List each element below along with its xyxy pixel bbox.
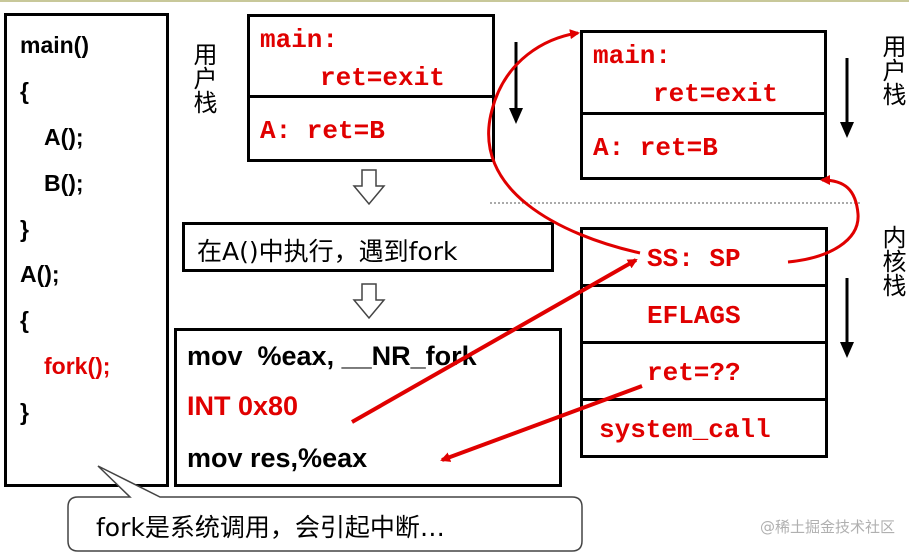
user-stack-label-right-text: 用户栈 bbox=[878, 34, 906, 106]
kernel-stack-cell-ss-sp: SS: SP bbox=[580, 227, 828, 287]
user-stack-right-cell-main: main: ret=exit bbox=[580, 30, 827, 115]
code-line-close-brace: } bbox=[20, 216, 29, 242]
code-line-open-brace-a: { bbox=[20, 307, 29, 333]
kernel-stack-ss-sp: SS: SP bbox=[647, 244, 741, 274]
asm-line-mov-res: mov res,%eax bbox=[187, 443, 368, 473]
ret-to-mov-res-arrow bbox=[440, 384, 643, 462]
kernel-stack-eflags: EFLAGS bbox=[647, 301, 741, 331]
user-stack-right-a-ret: A: ret=B bbox=[593, 133, 718, 163]
assembly-code-box: mov %eax, __NR_fork INT 0x80 mov res,%ea… bbox=[174, 328, 562, 487]
code-line-fork: fork(); bbox=[44, 353, 111, 379]
callout-bubble bbox=[67, 465, 583, 552]
source-code-panel: main() { A(); B(); } A(); { fork(); } bbox=[4, 13, 169, 487]
callout-text: fork是系统调用，会引起中断… bbox=[96, 513, 445, 542]
user-stack-label-left: 用户栈 bbox=[188, 42, 217, 114]
code-line-main: main() bbox=[20, 32, 89, 58]
step-description-box: 在A()中执行，遇到fork bbox=[182, 222, 554, 272]
int-to-kernel-stack-arrow bbox=[351, 258, 638, 424]
stack-growth-arrow-right-head bbox=[840, 122, 854, 138]
stack-growth-arrow-kernel-head bbox=[840, 342, 854, 358]
user-stack-label-right: 用户栈 bbox=[877, 34, 906, 106]
user-stack-left-cell-main: main: ret=exit bbox=[247, 14, 495, 98]
user-stack-right-ret-exit: ret=exit bbox=[653, 79, 778, 109]
kernel-stack-label: 内核栈 bbox=[877, 225, 906, 297]
sp-to-stack-bottom-arrow bbox=[787, 175, 860, 264]
code-line-call-b: B(); bbox=[44, 170, 84, 196]
asm-line-int-0x80: INT 0x80 bbox=[187, 391, 299, 421]
watermark: @稀土掘金技术社区 bbox=[759, 518, 895, 536]
top-divider bbox=[0, 0, 909, 2]
user-stack-label-left-text: 用户栈 bbox=[189, 42, 217, 114]
user-stack-left-main-label: main: bbox=[260, 25, 339, 55]
user-stack-left-a-ret: A: ret=B bbox=[260, 116, 385, 146]
flow-arrow-2 bbox=[352, 283, 386, 320]
kernel-stack-cell-system-call: system_call bbox=[580, 398, 828, 458]
code-line-call-a: A(); bbox=[44, 124, 84, 150]
code-line-close-brace-a: } bbox=[20, 399, 29, 425]
ss-sp-to-user-stack-arrow bbox=[487, 29, 641, 255]
code-line-def-a: A(); bbox=[20, 261, 60, 287]
kernel-stack-system-call: system_call bbox=[599, 415, 771, 445]
asm-line-mov-eax: mov %eax, __NR_fork bbox=[187, 341, 477, 371]
user-stack-left-ret-exit: ret=exit bbox=[320, 63, 445, 93]
user-stack-left-cell-a: A: ret=B bbox=[247, 95, 495, 162]
user-stack-right-cell-a: A: ret=B bbox=[580, 112, 827, 180]
flow-arrow-1 bbox=[352, 169, 386, 206]
code-line-open-brace: { bbox=[20, 78, 29, 104]
kernel-stack-label-text: 内核栈 bbox=[878, 225, 906, 297]
stack-growth-arrow-left-head bbox=[509, 108, 523, 124]
kernel-stack-ret: ret=?? bbox=[647, 358, 741, 388]
step-description-text: 在A()中执行，遇到fork bbox=[197, 237, 458, 266]
user-stack-right-main-label: main: bbox=[593, 41, 672, 71]
